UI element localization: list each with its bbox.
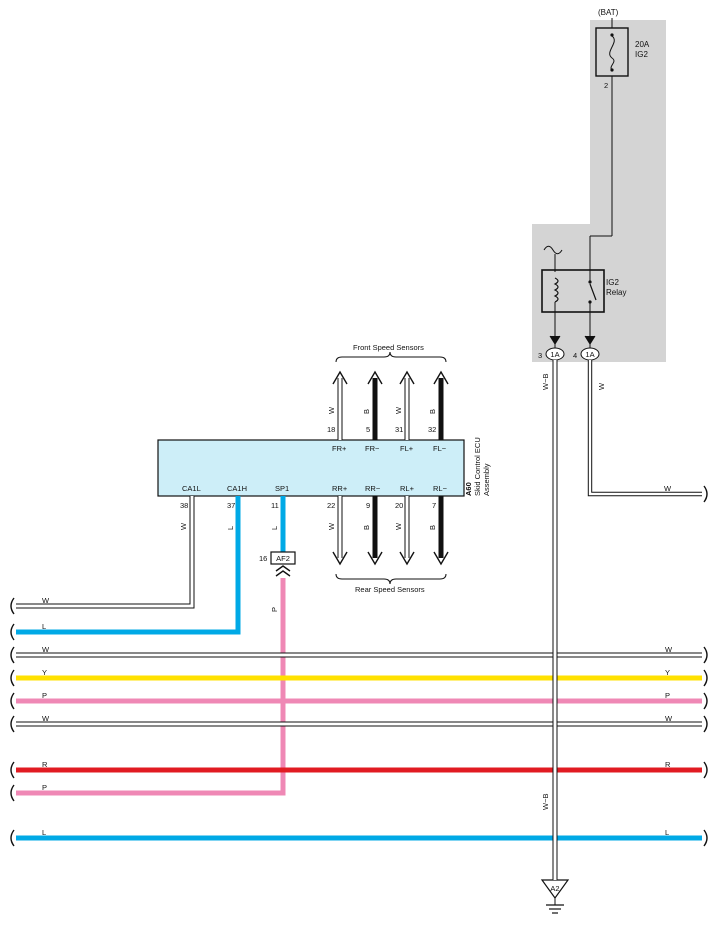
relay-sub: Relay	[606, 288, 626, 297]
pin-wire: B	[362, 409, 371, 414]
bus-label-right: P	[665, 691, 670, 700]
pin-wire: W	[394, 522, 403, 530]
bat-label: (BAT)	[598, 8, 619, 17]
pin-wire: B	[362, 525, 371, 530]
connector-chevron-icon	[275, 565, 291, 577]
pin-wire: B	[428, 409, 437, 414]
can-high-wire	[16, 496, 241, 635]
bottom-pin-rr-minus: RR− 9 B	[362, 484, 383, 566]
pin-terminal: FR−	[365, 444, 380, 453]
relay-conn-a: 1A	[550, 350, 559, 359]
can-low-wire	[16, 496, 194, 608]
ecu-box	[157, 439, 465, 497]
ig2-shaded-area	[532, 20, 666, 362]
bus-label-left: W	[42, 714, 50, 723]
af2-wire-label: P	[270, 607, 279, 612]
pin-number-38: 38	[180, 501, 188, 510]
pin-number-11: 11	[271, 501, 279, 510]
bus-label-left: L	[42, 828, 46, 837]
pin-number: 7	[432, 501, 436, 510]
bottom-pin-rl-minus: RL− 7 B	[428, 484, 449, 566]
top-pin-fl-plus: 31 FL+ W	[394, 370, 415, 453]
rear-sensors-label: Rear Speed Sensors	[355, 585, 425, 594]
bus-label-left: Y	[42, 668, 47, 677]
pin-terminal: RL+	[400, 484, 415, 493]
ground-code: A2	[550, 884, 559, 893]
pin-wire-38: W	[179, 522, 188, 530]
pin-number: 9	[366, 501, 370, 510]
fuse-pin: 2	[604, 81, 608, 90]
left-break-marks	[10, 597, 15, 847]
pin-wire-11: L	[270, 526, 279, 530]
relay-pin4: 4	[573, 351, 577, 360]
pin-number: 20	[395, 501, 403, 510]
relay-box	[541, 269, 605, 313]
pin-number: 5	[366, 425, 370, 434]
fuse-name: IG2	[635, 50, 648, 59]
ecu-sub: Assembly	[482, 463, 491, 496]
ac-symbol-icon	[543, 245, 563, 255]
pin-terminal: FL+	[400, 444, 414, 453]
relay-out-wire-label: W	[597, 382, 606, 390]
af2-code: AF2	[276, 554, 290, 563]
pin-number: 32	[428, 425, 436, 434]
top-pin-fr-plus: 18 FR+ W	[327, 370, 348, 453]
relay-coil-icon	[553, 277, 559, 303]
relay-out-wire-label-right: W	[664, 484, 672, 493]
top-pin-fr-minus: 5 FR− B	[362, 370, 383, 453]
bus-label-left: R	[42, 760, 48, 769]
pin-terminal-sp1: SP1	[275, 484, 289, 493]
ecu-name: Skid Control ECU	[473, 437, 482, 496]
pin-terminal: RL−	[433, 484, 448, 493]
pin-terminal-ca1h: CA1H	[227, 484, 247, 493]
pin-terminal: RR−	[365, 484, 381, 493]
pin-wire: W	[327, 406, 336, 414]
bus-label-left: P	[42, 691, 47, 700]
relay-conn-b: 1A	[585, 350, 594, 359]
bottom-pin-rl-plus: RL+ 20 W	[394, 484, 415, 566]
bus-label-right: Y	[665, 668, 670, 677]
pin-terminal: FR+	[332, 444, 347, 453]
pin-number: 31	[395, 425, 403, 434]
sp1-pink-wire	[16, 578, 286, 796]
pin-terminal: RR+	[332, 484, 348, 493]
right-break-marks	[703, 485, 708, 847]
pin-wire-37: L	[226, 526, 235, 530]
af2-pin: 16	[259, 554, 267, 563]
bus-label-left: L	[42, 622, 46, 631]
fuse-amp: 20A	[635, 40, 650, 49]
pin-number: 18	[327, 425, 335, 434]
pin-number: 22	[327, 501, 335, 510]
relay-output-w-wire	[588, 360, 702, 496]
relay-switch-icon	[589, 283, 597, 301]
bus-label-right: R	[665, 760, 671, 769]
bus-label-right: W	[665, 714, 673, 723]
af2-connector	[270, 551, 296, 565]
pin-wire: B	[428, 525, 437, 530]
relay-name: IG2	[606, 278, 619, 287]
front-sensors-brace	[335, 351, 447, 363]
bus-label-right: W	[665, 645, 673, 654]
front-sensors-label: Front Speed Sensors	[353, 343, 424, 352]
fuse-icon	[609, 35, 615, 71]
pin-wire: W	[394, 406, 403, 414]
relay-pin3: 3	[538, 351, 542, 360]
bottom-pin-rr-plus: RR+ 22 W	[327, 484, 348, 566]
ground-wire-label-top: W−B	[541, 374, 550, 390]
top-pin-fl-minus: 32 FL− B	[428, 370, 449, 453]
pin-terminal: FL−	[433, 444, 447, 453]
bus-label-left: W	[42, 596, 50, 605]
rear-sensors-brace	[335, 573, 447, 585]
ecu-code: A60	[464, 482, 473, 496]
bus-label-left: P	[42, 783, 47, 792]
pin-number-37: 37	[227, 501, 235, 510]
pin-terminal-ca1l: CA1L	[182, 484, 201, 493]
pin-wire: W	[327, 522, 336, 530]
bus-label-right: L	[665, 828, 669, 837]
ground-wire-label-bottom: W−B	[541, 794, 550, 810]
bus-label-left: W	[42, 645, 50, 654]
